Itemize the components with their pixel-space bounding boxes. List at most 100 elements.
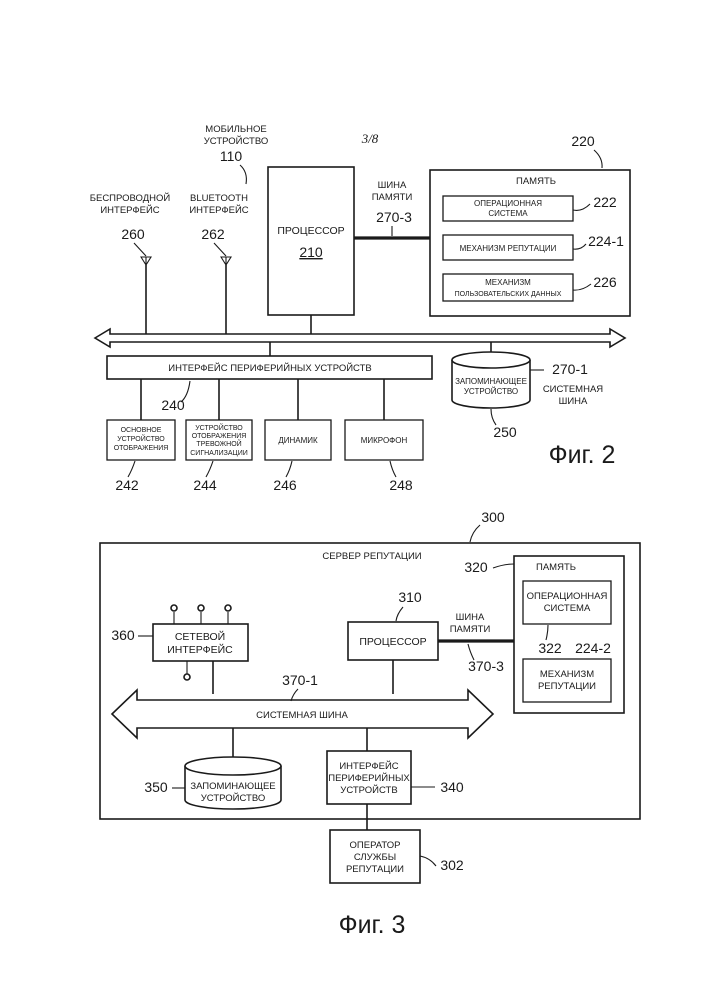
- system-bus3-number: 370-1: [282, 672, 318, 688]
- alarm-display-label-2: ОТОБРАЖЕНИЯ: [192, 433, 247, 440]
- processor-label: ПРОЦЕССОР: [277, 225, 344, 237]
- wireless-number: 260: [121, 226, 145, 242]
- memory-number: 220: [571, 133, 595, 149]
- memory-leader: [594, 150, 602, 168]
- storage3-number: 350: [144, 779, 168, 795]
- processor3-number: 310: [398, 589, 422, 605]
- mobile-device-number: 110: [220, 148, 243, 164]
- figure-2: 3/8 МОБИЛЬНОЕ УСТРОЙСТВО 110 БЕСПРОВОДНО…: [90, 124, 630, 493]
- wireless-leader: [134, 243, 146, 256]
- main-display-label-1: ОСНОВНОЕ: [121, 427, 162, 434]
- system-bus3-label: СИСТЕМНАЯ ШИНА: [256, 710, 348, 721]
- port-icon: [225, 605, 231, 611]
- peripheral3-label-3: УСТРОЙСТВ: [340, 784, 397, 796]
- microphone-number: 248: [389, 477, 413, 493]
- port-icon: [184, 674, 190, 680]
- os-label-1: ОПЕРАЦИОННАЯ: [474, 199, 542, 208]
- userdata-number: 226: [593, 274, 617, 290]
- main-display-label-3: ОТОБРАЖЕНИЯ: [114, 445, 169, 452]
- speaker-number: 246: [273, 477, 297, 493]
- os-label-2: СИСТЕМА: [488, 209, 528, 218]
- reputation3-number: 224-2: [575, 640, 611, 656]
- speaker-label: ДИНАМИК: [278, 436, 318, 445]
- memory-bus-label-1: ШИНА: [378, 180, 407, 191]
- alarm-display-label-1: УСТРОЙСТВО: [195, 423, 243, 432]
- main-display-leader: [128, 461, 135, 477]
- antenna-icon: [141, 257, 151, 265]
- userdata-label-1: МЕХАНИЗМ: [485, 278, 531, 287]
- wireless-label-2: ИНТЕРФЕЙС: [100, 204, 159, 216]
- memory3-bus-label-2: ПАМЯТИ: [450, 624, 491, 635]
- os-number: 222: [593, 194, 617, 210]
- storage-cylinder-top: [452, 352, 530, 368]
- memory3-bus-number: 370-3: [468, 658, 504, 674]
- storage-label-1: ЗАПОМИНАЮЩЕЕ: [455, 377, 527, 386]
- alarm-display-label-3: ТРЕВОЖНОЙ: [196, 439, 241, 448]
- antenna-icon: [221, 257, 231, 265]
- operator-number: 302: [440, 857, 464, 873]
- storage3-cylinder-top: [185, 757, 281, 775]
- mobile-device-leader: [240, 165, 246, 184]
- reputation3-label-1: МЕХАНИЗМ: [540, 669, 594, 680]
- os3-label-1: ОПЕРАЦИОННАЯ: [527, 591, 608, 602]
- microphone-label: МИКРОФОН: [361, 436, 408, 445]
- memory3-bus-label-1: ШИНА: [456, 612, 485, 623]
- processor3-label: ПРОЦЕССОР: [359, 636, 426, 648]
- main-display-number: 242: [115, 477, 139, 493]
- system-bus-number: 270-1: [552, 361, 588, 377]
- operator-label-3: РЕПУТАЦИИ: [346, 864, 404, 875]
- bluetooth-label-2: ИНТЕРФЕЙС: [189, 204, 248, 216]
- memory3-label: ПАМЯТЬ: [536, 562, 576, 573]
- userdata-label-2: ПОЛЬЗОВАТЕЛЬСКИХ ДАННЫХ: [455, 291, 562, 298]
- system-bus-arrow: [95, 329, 625, 347]
- server-label: СЕРВЕР РЕПУТАЦИИ: [322, 551, 421, 562]
- main-display-label-2: УСТРОЙСТВО: [117, 434, 165, 443]
- peripheral3-number: 340: [440, 779, 464, 795]
- memory-bus-number: 270-3: [376, 209, 412, 225]
- port-icon: [198, 605, 204, 611]
- figure-3: СЕРВЕР РЕПУТАЦИИ 300 ПАМЯТЬ 320 ОПЕРАЦИО…: [100, 509, 640, 939]
- peripheral3-label-2: ПЕРИФЕРИЙНЫХ: [328, 772, 410, 784]
- storage3-label-1: ЗАПОМИНАЮЩЕЕ: [190, 781, 275, 792]
- speaker-leader: [286, 461, 292, 477]
- alarm-display-label-4: СИГНАЛИЗАЦИИ: [190, 450, 248, 457]
- bluetooth-leader: [214, 243, 226, 256]
- bluetooth-number: 262: [201, 226, 225, 242]
- memory-label: ПАМЯТЬ: [516, 176, 556, 187]
- peripheral-number: 240: [161, 397, 185, 413]
- bluetooth-label-1: BLUETOOTH: [190, 193, 248, 204]
- peripheral-label: ИНТЕРФЕЙС ПЕРИФЕРИЙНЫХ УСТРОЙСТВ: [168, 362, 372, 374]
- operator-label-1: ОПЕРАТОР: [350, 840, 401, 851]
- alarm-display-number: 244: [193, 477, 217, 493]
- reputation-label: МЕХАНИЗМ РЕПУТАЦИИ: [460, 244, 557, 253]
- figure-2-caption: Фиг. 2: [549, 441, 616, 469]
- alarm-display-leader: [206, 461, 213, 477]
- os3-number: 322: [538, 640, 562, 656]
- storage3-label-2: УСТРОЙСТВО: [201, 792, 266, 804]
- operator-leader: [420, 856, 436, 866]
- processor-box: [268, 167, 354, 315]
- figure-3-caption: Фиг. 3: [339, 911, 406, 939]
- operator-label-2: СЛУЖБЫ: [354, 852, 396, 863]
- memory-bus-label-2: ПАМЯТИ: [372, 192, 413, 203]
- storage-leader: [491, 409, 496, 425]
- peripheral3-label-1: ИНТЕРФЕЙС: [339, 760, 398, 772]
- mobile-device-label-1: МОБИЛЬНОЕ: [205, 124, 266, 135]
- port-icon: [171, 605, 177, 611]
- mobile-device-label-2: УСТРОЙСТВО: [204, 135, 269, 147]
- reputation-number: 224-1: [588, 233, 624, 249]
- storage-label-2: УСТРОЙСТВО: [464, 387, 518, 396]
- storage-number: 250: [493, 424, 517, 440]
- system-bus-label-2: ШИНА: [559, 396, 588, 407]
- network-number: 360: [111, 627, 135, 643]
- processor-number: 210: [299, 244, 323, 260]
- system-bus-label-1: СИСТЕМНАЯ: [543, 384, 603, 395]
- page-number: 3/8: [361, 131, 379, 146]
- microphone-leader: [390, 461, 396, 477]
- os3-label-2: СИСТЕМА: [544, 603, 591, 614]
- server-leader: [470, 525, 480, 542]
- network-label-1: СЕТЕВОЙ: [175, 630, 225, 643]
- memory3-number: 320: [464, 559, 488, 575]
- server-number: 300: [481, 509, 505, 525]
